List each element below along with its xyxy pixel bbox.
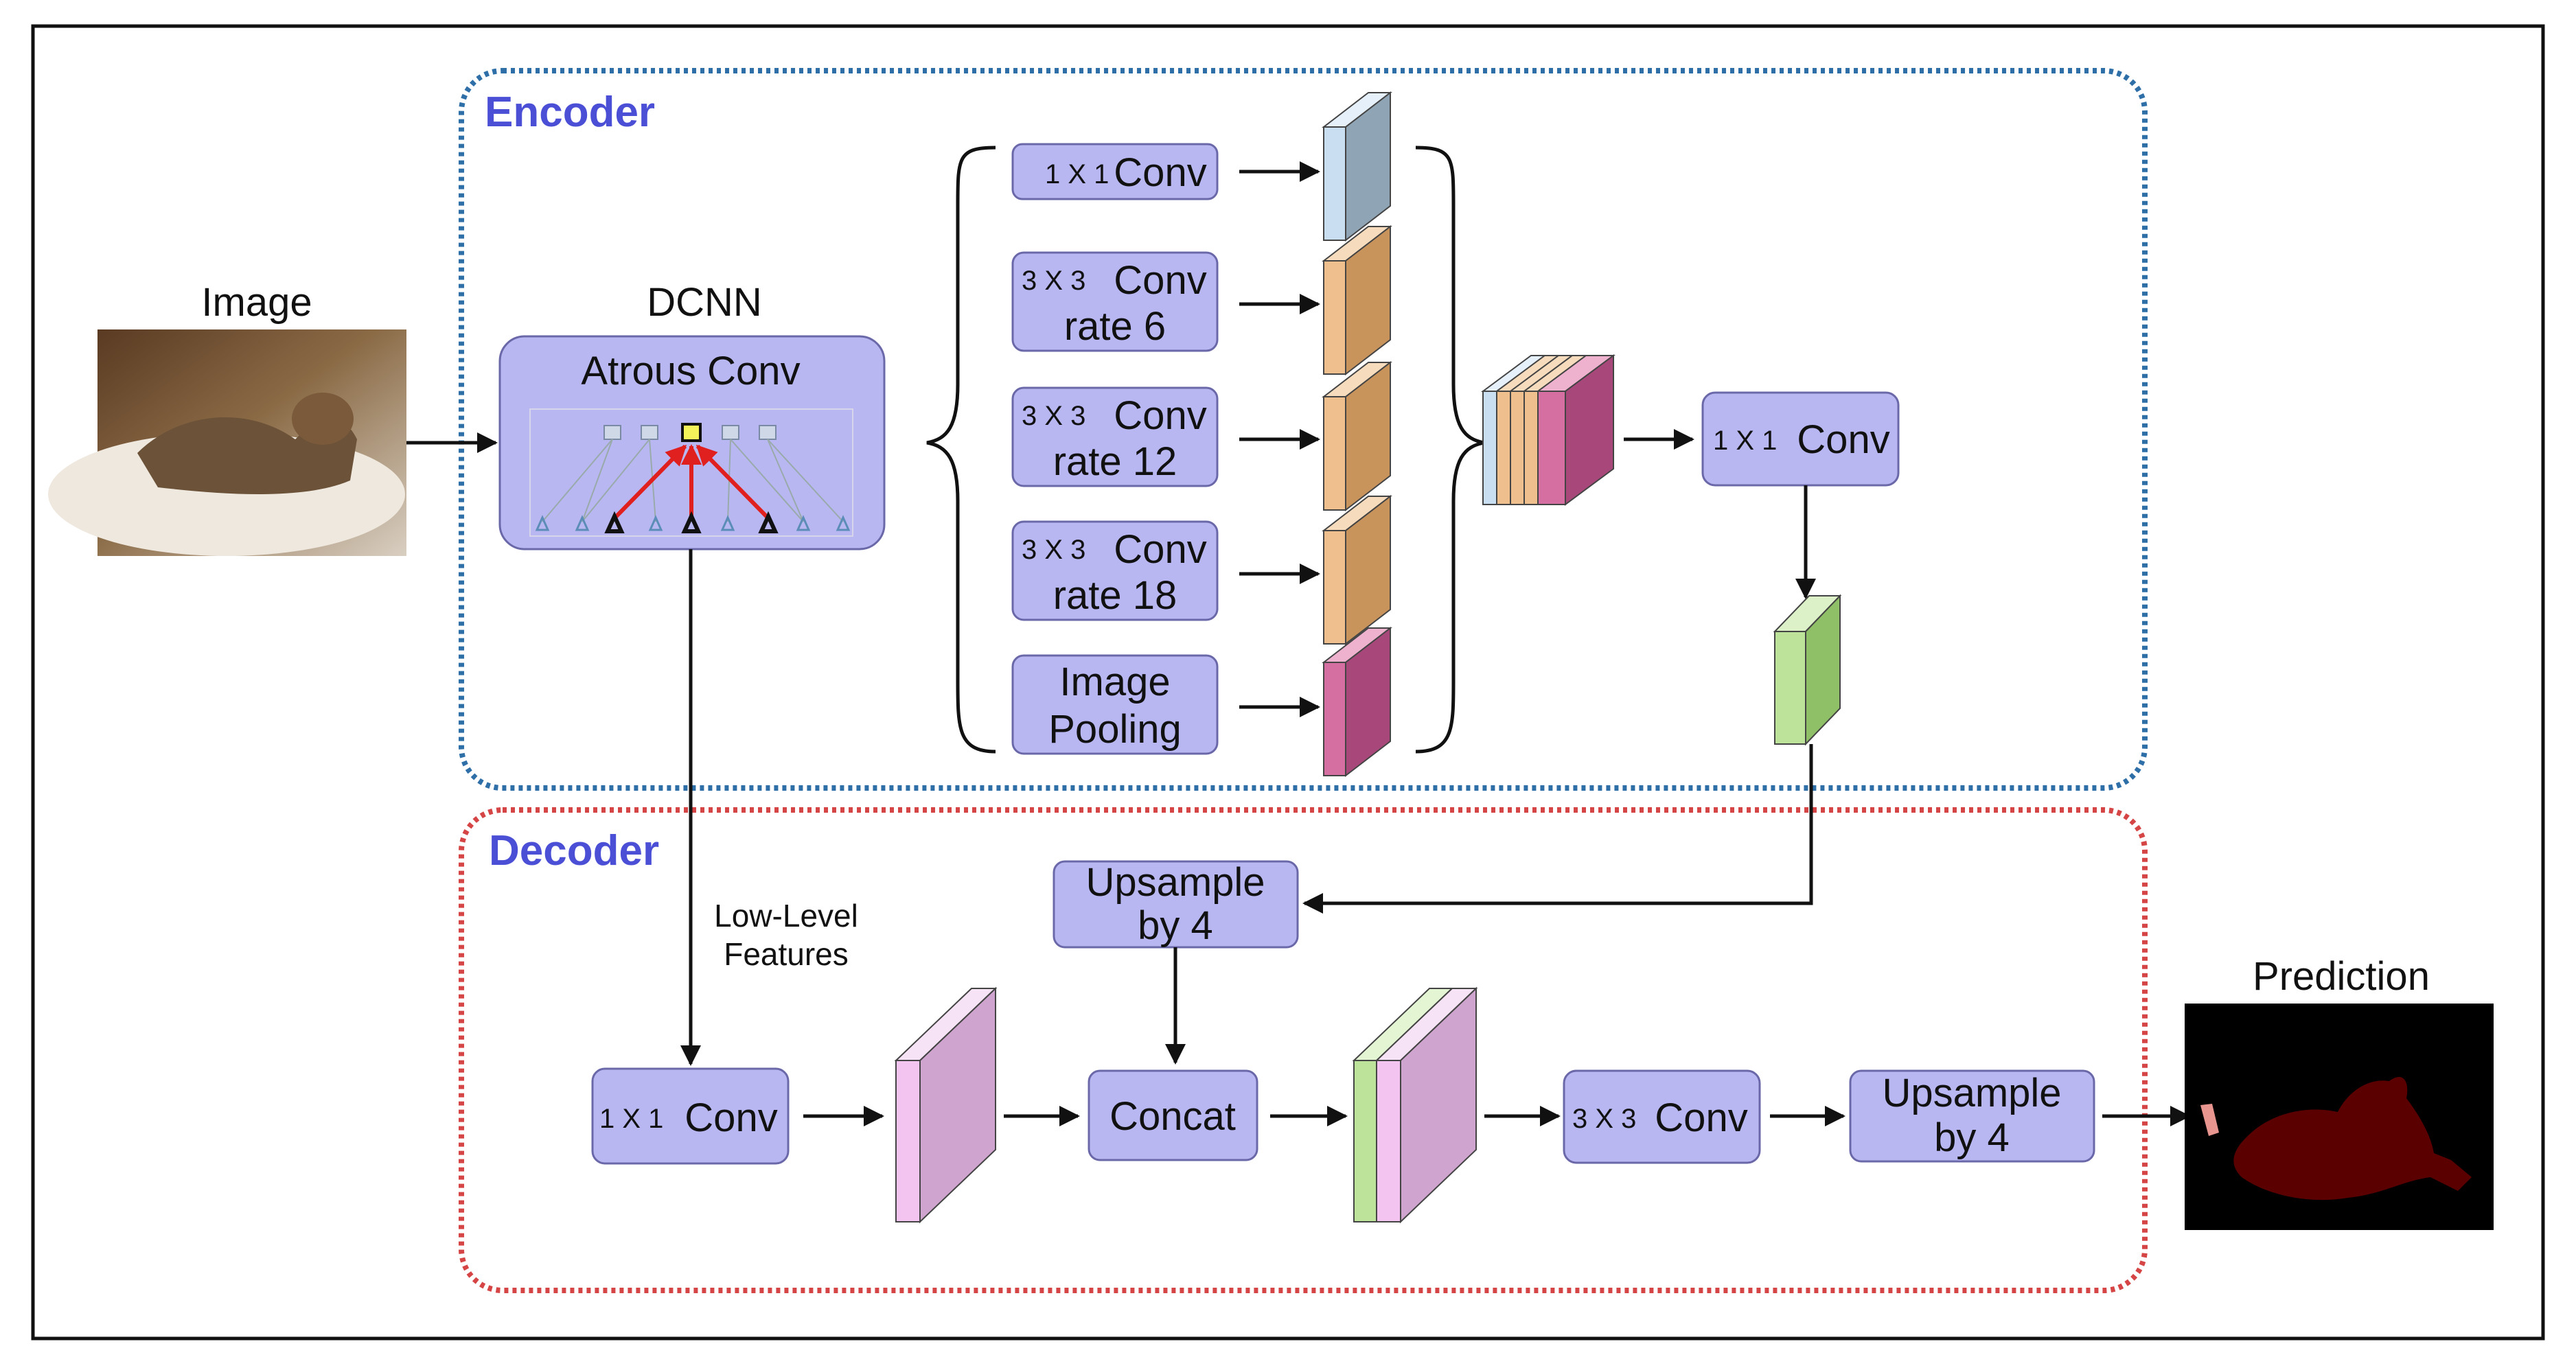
decoder-lowlevel-feature xyxy=(894,986,998,1224)
right-curly-brace xyxy=(1415,146,1485,754)
aspp-5-line2: Pooling xyxy=(1048,707,1181,752)
decoder-conv3-label: Conv xyxy=(1655,1095,1747,1140)
upsample-final-line1: Upsample xyxy=(1882,1071,2061,1115)
aspp-3-conv: Conv xyxy=(1114,393,1206,438)
aspp-branch-image-pooling: Image Pooling xyxy=(1011,654,1219,755)
aspp-1-kernel: 1 X 1 xyxy=(1045,159,1109,189)
outer-frame xyxy=(31,24,2545,1341)
aspp-1-conv: Conv xyxy=(1114,150,1206,195)
input-image xyxy=(48,329,406,556)
low-level-label-1: Low-Level xyxy=(714,898,858,934)
aspp-feature-2 xyxy=(1322,224,1392,376)
aspp-4-kernel: 3 X 3 xyxy=(1022,535,1085,565)
upsample-top-line2: by 4 xyxy=(1138,903,1213,948)
prediction-mask xyxy=(2185,1004,2494,1230)
encoder-label: Encoder xyxy=(485,89,655,136)
upsample-top-line1: Upsample xyxy=(1085,860,1265,905)
aspp-branch-rate18: 3 X 3 Conv rate 18 xyxy=(1011,520,1219,621)
decoder-conv3-kernel: 3 X 3 xyxy=(1572,1104,1636,1134)
aspp-4-rate: rate 18 xyxy=(1053,573,1177,618)
decoder-3x3-conv: 3 X 3 Conv xyxy=(1563,1069,1761,1164)
aspp-2-conv: Conv xyxy=(1114,258,1206,303)
encoder-1x1-conv: 1 X 1 Conv xyxy=(1701,391,1900,487)
prediction-label: Prediction xyxy=(2253,954,2430,999)
decoder-upsample-final: Upsample by 4 xyxy=(1849,1069,2095,1163)
aspp-3-rate: rate 12 xyxy=(1053,439,1177,484)
aspp-feature-1 xyxy=(1322,91,1392,242)
aspp-branch-rate6: 3 X 3 Conv rate 6 xyxy=(1011,251,1219,352)
aspp-feature-5 xyxy=(1322,626,1392,778)
atrous-conv-illustration xyxy=(529,408,853,537)
aspp-2-rate: rate 6 xyxy=(1064,304,1166,349)
aspp-2-kernel: 3 X 3 xyxy=(1022,266,1085,296)
aspp-4-conv: Conv xyxy=(1114,527,1206,572)
aspp-5-line1: Image xyxy=(1059,660,1170,704)
encoder-region xyxy=(459,68,2148,791)
low-level-label-2: Features xyxy=(724,936,849,972)
aspp-concat-stack xyxy=(1480,354,1616,506)
decoder-label: Decoder xyxy=(489,827,659,874)
encoder-output-feature xyxy=(1773,594,1842,746)
encoder-conv-label: Conv xyxy=(1797,417,1889,462)
decoder-1x1-conv: 1 X 1 Conv xyxy=(591,1067,790,1165)
concat-label: Concat xyxy=(1109,1094,1236,1139)
decoder-conv1-kernel: 1 X 1 xyxy=(599,1104,663,1134)
dcnn-label: DCNN xyxy=(647,280,762,325)
atrous-conv-label: Atrous Conv xyxy=(581,349,800,393)
left-curly-brace xyxy=(926,146,996,754)
aspp-branch-rate12: 3 X 3 Conv rate 12 xyxy=(1011,386,1219,487)
image-label: Image xyxy=(201,280,312,325)
decoder-upsample-top: Upsample by 4 xyxy=(1053,860,1299,949)
aspp-feature-4 xyxy=(1322,494,1392,646)
upsample-final-line2: by 4 xyxy=(1934,1115,2010,1160)
encoder-conv-kernel: 1 X 1 xyxy=(1713,426,1777,456)
decoder-conv1-label: Conv xyxy=(685,1095,777,1140)
aspp-branch-1x1: 1 X 1 Conv xyxy=(1011,143,1219,200)
decoder-region xyxy=(459,807,2148,1293)
decoder-concat-stack xyxy=(1352,986,1478,1224)
encoder-to-upsample-arrow xyxy=(1302,744,1813,914)
aspp-3-kernel: 3 X 3 xyxy=(1022,401,1085,431)
decoder-concat: Concat xyxy=(1088,1069,1258,1161)
aspp-feature-3 xyxy=(1322,360,1392,512)
